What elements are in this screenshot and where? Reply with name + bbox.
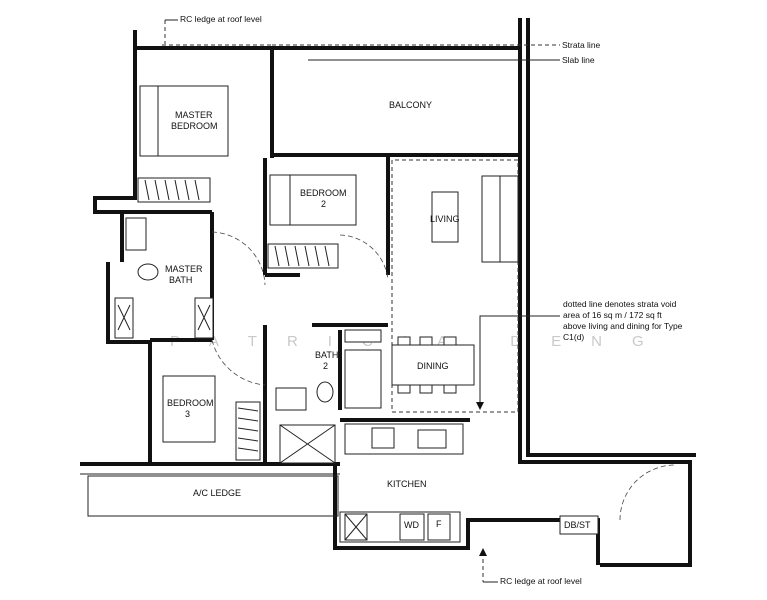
bedroom2-bed xyxy=(269,174,357,226)
yard-tiles xyxy=(279,424,336,464)
balcony-label: BALCONY xyxy=(389,100,432,110)
master-bath-label-1: MASTER xyxy=(165,264,203,274)
bedroom3-wardrobe xyxy=(235,401,261,461)
master-bath-label-2: BATH xyxy=(169,275,192,285)
strata-void-outline xyxy=(391,159,519,413)
fridge-label: F xyxy=(436,519,442,529)
rc-ledge-bottom-callout xyxy=(479,548,498,583)
rc-ledge-bottom-label: RC ledge at roof level xyxy=(500,576,582,586)
rc-ledge-top-callout xyxy=(164,19,178,44)
bedroom3-bed xyxy=(162,375,216,443)
ac-ledge-outline xyxy=(87,475,339,517)
strata-line-label: Strata line xyxy=(562,40,601,50)
interior-walls xyxy=(120,155,470,464)
strata-slab-lines xyxy=(162,44,560,61)
dining-table xyxy=(391,336,475,394)
dbst-label: DB/ST xyxy=(564,520,591,530)
slab-line-label: Slab line xyxy=(562,55,595,65)
bath2-label-1: BATH xyxy=(315,350,338,360)
master-bedroom-label-2: BEDROOM xyxy=(171,121,218,131)
strata-void-note-4: C1(d) xyxy=(563,332,584,342)
ac-ledge-label: A/C LEDGE xyxy=(193,488,241,498)
strata-void-note-1: dotted line denotes strata void xyxy=(563,299,677,309)
dining-label: DINING xyxy=(417,361,449,371)
kitchen-label: KITCHEN xyxy=(387,479,427,489)
master-bed xyxy=(139,85,229,157)
bedroom3-label-1: BEDROOM xyxy=(167,398,214,408)
exterior-walls xyxy=(80,18,696,567)
rc-ledge-top-label: RC ledge at roof level xyxy=(180,14,262,24)
bedroom3-label-2: 3 xyxy=(185,409,190,419)
kitchen-counter xyxy=(339,423,464,543)
wd-label: WD xyxy=(404,520,419,530)
bedroom2-wardrobe xyxy=(267,243,339,269)
strata-void-leader xyxy=(476,315,560,410)
strata-void-note-3: above living and dining for Type xyxy=(563,321,683,331)
master-wardrobe xyxy=(137,177,211,203)
bedroom2-label-1: BEDROOM xyxy=(300,188,347,198)
master-bedroom-label-1: MASTER xyxy=(175,110,213,120)
living-table xyxy=(431,191,459,243)
door-swings xyxy=(211,231,676,521)
living-sofa xyxy=(481,175,519,263)
living-label: LIVING xyxy=(430,214,460,224)
bath2-fixtures xyxy=(275,329,382,411)
master-bath-fixtures xyxy=(114,217,214,339)
bath2-label-2: 2 xyxy=(323,361,328,371)
bedroom2-label-2: 2 xyxy=(321,199,326,209)
strata-void-note-2: area of 16 sq m / 172 sq ft xyxy=(563,310,662,320)
dbst-box xyxy=(559,515,599,535)
